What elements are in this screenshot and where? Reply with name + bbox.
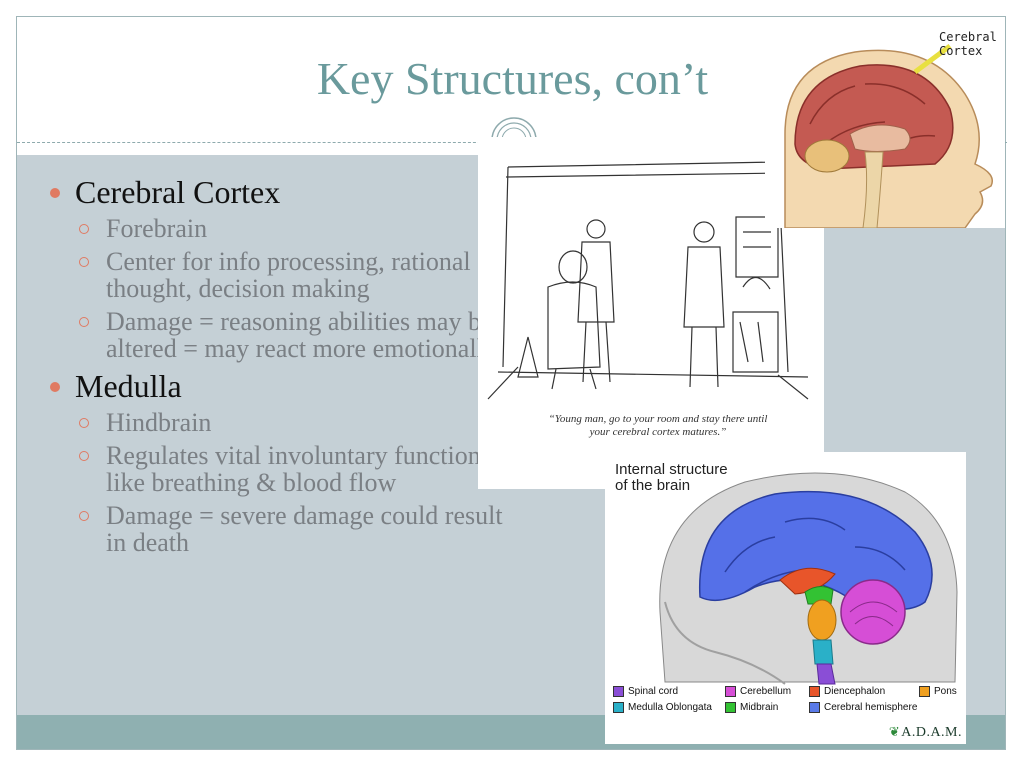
legend-swatch — [613, 686, 624, 697]
sub-bullet: Damage = reasoning abilities may be alte… — [48, 308, 518, 362]
sub-bullet: Regulates vital involuntary functions li… — [48, 442, 518, 496]
legend-item-medulla-oblongata: Medulla Oblongata — [613, 702, 712, 713]
brain-legend: Spinal cord Cerebellum Diencephalon Pons… — [613, 686, 963, 718]
brain-sagittal-illustration — [659, 472, 958, 685]
sub-bullet: Forebrain — [48, 215, 518, 242]
legend-label: Midbrain — [740, 702, 779, 713]
sub-bullet: Hindbrain — [48, 409, 518, 436]
bullet-heading: Cerebral Cortex — [48, 174, 518, 210]
legend-swatch — [809, 686, 820, 697]
legend-label: Medulla Oblongata — [628, 702, 712, 713]
image-title: Internal structure of the brain — [615, 461, 728, 494]
sub-bullet: Damage = severe damage could result in d… — [48, 502, 518, 556]
cerebral-cortex-image: Cerebral Cortex — [765, 24, 1005, 228]
sub-bullet: Center for info processing, rational tho… — [48, 248, 518, 302]
legend-swatch — [919, 686, 930, 697]
adam-logo-text: A.D.A.M. — [901, 725, 962, 740]
legend-label: Cerebral hemisphere — [824, 702, 918, 713]
legend-item-cerebral-hemisphere: Cerebral hemisphere — [809, 702, 917, 713]
bullet-heading: Medulla — [48, 368, 518, 404]
legend-swatch — [613, 702, 624, 713]
legend-swatch — [809, 702, 820, 713]
adam-logo: ❦A.D.A.M. — [889, 724, 962, 741]
legend-label: Cerebellum — [740, 686, 792, 697]
leaf-icon: ❦ — [888, 724, 901, 739]
legend-swatch — [725, 686, 736, 697]
cerebral-cortex-label: Cerebral Cortex — [939, 30, 997, 58]
legend-item-pons: Pons — [919, 686, 957, 697]
internal-brain-structure-image: Internal structure of the brain Spinal c… — [605, 452, 966, 744]
legend-item-spinal-cord: Spinal cord — [613, 686, 678, 697]
legend-item-midbrain: Midbrain — [725, 702, 778, 713]
bullet-list: Cerebral Cortex Forebrain Center for inf… — [48, 170, 518, 562]
cartoon-caption: “Young man, go to your room and stay the… — [548, 413, 768, 438]
cartoon-drawing — [487, 161, 809, 400]
slide-title: Key Structures, con’t — [316, 53, 709, 104]
sub-bullet-list: Hindbrain Regulates vital involuntary fu… — [48, 409, 518, 556]
legend-label: Pons — [934, 686, 957, 697]
legend-item-diencephalon: Diencephalon — [809, 686, 885, 697]
brain-head-illustration — [784, 43, 993, 228]
legend-label: Diencephalon — [824, 686, 886, 697]
legend-item-cerebellum: Cerebellum — [725, 686, 791, 697]
legend-label: Spinal cord — [628, 686, 679, 697]
legend-swatch — [725, 702, 736, 713]
sub-bullet-list: Forebrain Center for info processing, ra… — [48, 215, 518, 362]
